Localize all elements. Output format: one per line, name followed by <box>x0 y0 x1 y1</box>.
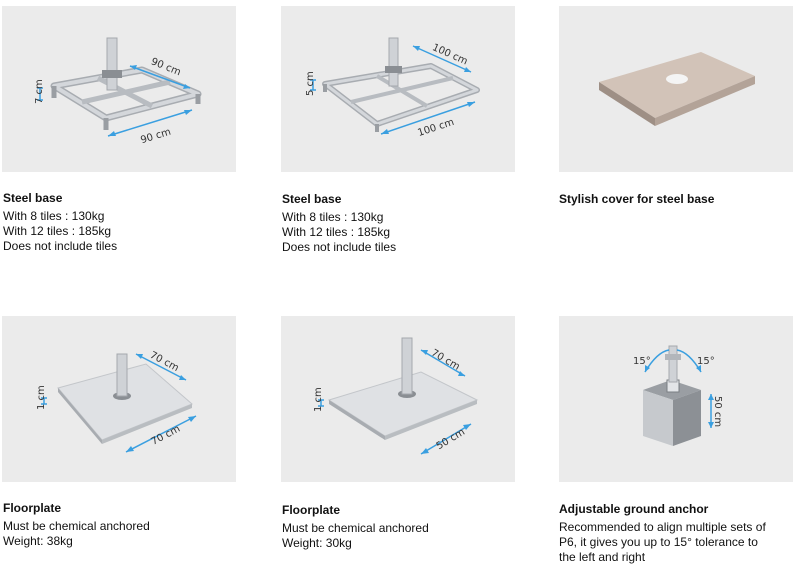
floorplate-70-illustration: 70 cm 70 cm 1 cm <box>36 350 197 453</box>
product-line: Must be chemical anchored <box>3 519 150 533</box>
product-image-ground-anchor: 15° 15° 50 cm <box>559 316 793 482</box>
product-image-steel-base-90: 90 cm 90 cm 7 cm <box>2 6 236 172</box>
product-title: Steel base <box>3 191 63 205</box>
steel-base-90-illustration: 90 cm 90 cm 7 cm <box>34 37 202 147</box>
floorplate-50-illustration: 70 cm 50 cm 1 cm <box>313 337 479 455</box>
product-line: P6, it gives you up to 15° tolerance to <box>559 535 758 549</box>
steel-base-90-depth-label: 90 cm <box>139 127 172 147</box>
ground-anchor-illustration: 15° 15° 50 cm <box>633 345 723 446</box>
product-line: With 8 tiles : 130kg <box>3 209 105 223</box>
product-title: Steel base <box>282 192 342 206</box>
product-line: Does not include tiles <box>282 240 397 254</box>
floorplate-70-depth-label: 70 cm <box>150 423 183 447</box>
product-title: Stylish cover for steel base <box>559 192 715 206</box>
floorplate-50-depth-label: 50 cm <box>435 427 467 452</box>
product-line: Recommended to align multiple sets of <box>559 520 766 534</box>
product-line: With 8 tiles : 130kg <box>282 210 384 224</box>
steel-base-100-height-label: 5 cm <box>305 71 316 96</box>
cover-illustration <box>599 52 755 126</box>
product-image-steel-base-100: 100 cm 100 cm 5 cm <box>281 6 515 172</box>
product-image-floorplate-70: 70 cm 70 cm 1 cm <box>2 316 236 482</box>
product-title: Adjustable ground anchor <box>559 502 709 516</box>
product-text-cover: Stylish cover for steel base <box>559 192 798 210</box>
product-line: Does not include tiles <box>3 239 118 253</box>
product-text-steel-base-100: Steel base With 8 tiles : 130kg With 12 … <box>282 192 522 255</box>
steel-base-100-illustration: 100 cm 100 cm 5 cm <box>305 37 480 139</box>
product-line: Must be chemical anchored <box>282 521 429 535</box>
steel-base-90-height-label: 7 cm <box>34 79 45 104</box>
product-text-steel-base-90: Steel base With 8 tiles : 130kg With 12 … <box>3 191 243 254</box>
product-title: Floorplate <box>282 503 341 517</box>
product-text-floorplate-70: Floorplate Must be chemical anchored Wei… <box>3 501 243 549</box>
product-line: With 12 tiles : 185kg <box>282 225 391 239</box>
ground-anchor-angle-right-label: 15° <box>697 356 715 367</box>
product-line: Weight: 38kg <box>3 534 73 548</box>
product-text-ground-anchor: Adjustable ground anchor Recommended to … <box>559 502 795 565</box>
ground-anchor-height-label: 50 cm <box>712 396 723 427</box>
floorplate-50-width-label: 70 cm <box>429 348 461 373</box>
product-title: Floorplate <box>3 501 62 515</box>
product-line: With 12 tiles : 185kg <box>3 224 112 238</box>
product-text-floorplate-50: Floorplate Must be chemical anchored Wei… <box>282 503 522 551</box>
floorplate-50-height-label: 1 cm <box>313 387 324 412</box>
ground-anchor-angle-left-label: 15° <box>633 356 651 367</box>
floorplate-70-height-label: 1 cm <box>36 385 47 410</box>
product-line: the left and right <box>559 550 646 564</box>
product-line: Weight: 30kg <box>282 536 352 550</box>
product-image-floorplate-50: 70 cm 50 cm 1 cm <box>281 316 515 482</box>
steel-base-100-width-label: 100 cm <box>430 42 469 67</box>
product-image-cover <box>559 6 793 172</box>
